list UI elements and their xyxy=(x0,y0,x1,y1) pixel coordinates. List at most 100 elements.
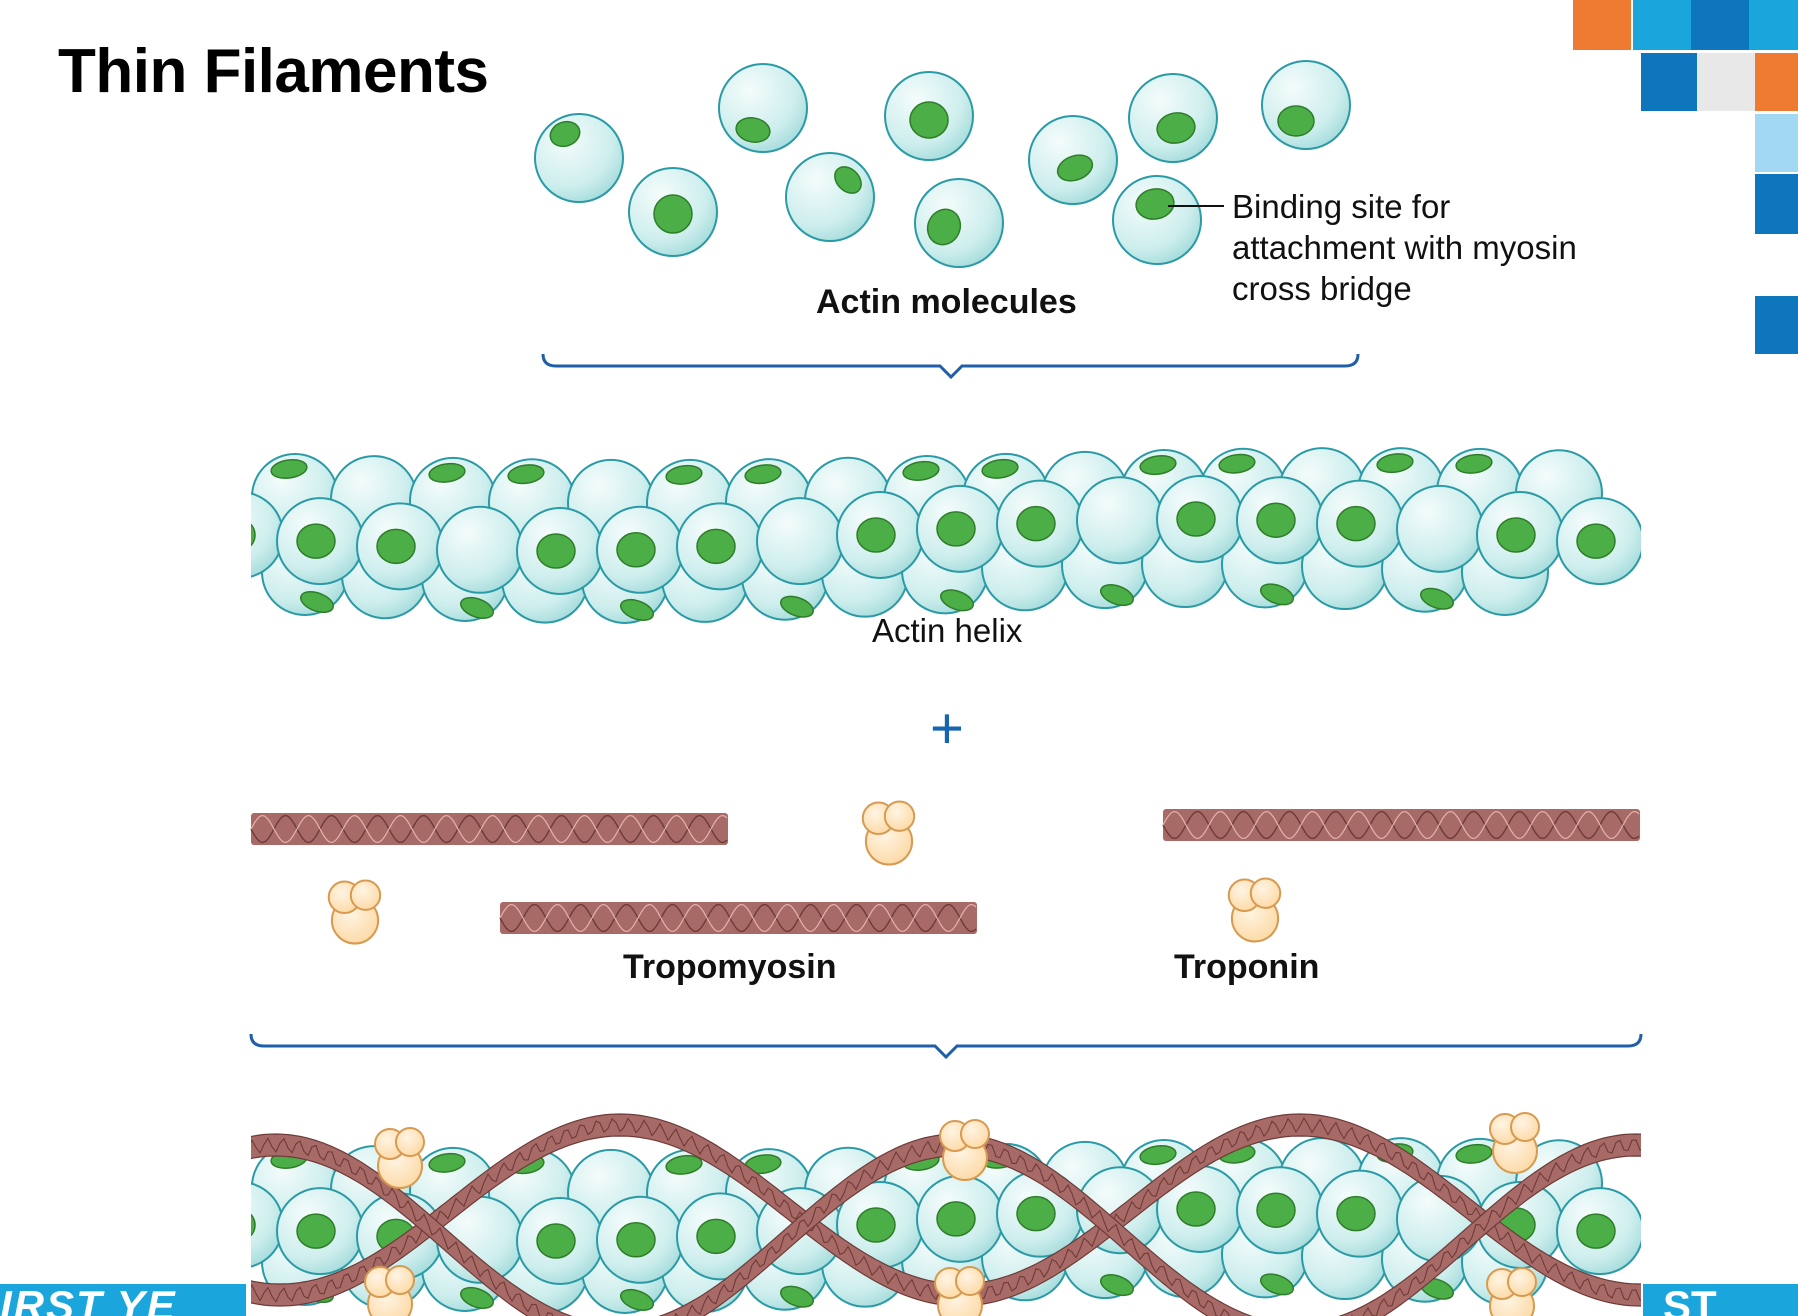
binding-site-icon xyxy=(251,523,256,547)
binding-site-icon xyxy=(735,117,771,143)
troponin-complex-icon xyxy=(861,800,916,866)
actin-molecule-icon xyxy=(1316,479,1404,568)
binding-site-icon xyxy=(616,532,656,568)
actin-molecule-icon xyxy=(1128,73,1218,163)
binding-site-icon xyxy=(428,462,466,483)
tropomyosin-strand-icon xyxy=(499,902,977,934)
binding-site-icon xyxy=(1176,501,1216,537)
binding-site-icon xyxy=(376,528,416,565)
binding-site-icon xyxy=(926,208,962,246)
binding-site-icon xyxy=(665,1154,703,1175)
actin-molecule-icon xyxy=(916,1174,1004,1263)
actin-molecule-icon xyxy=(884,71,974,161)
actin-molecule-icon xyxy=(1476,491,1564,579)
actin-molecule-icon xyxy=(1112,175,1202,265)
binding-site-icon xyxy=(536,533,576,569)
actin-molecule-icon xyxy=(516,1197,604,1285)
actin-molecule-icon xyxy=(1156,1165,1244,1253)
binding-site-icon xyxy=(1576,523,1616,559)
actin-molecule-icon xyxy=(1156,475,1244,563)
tropomyosin-label: Tropomyosin xyxy=(623,948,837,986)
actin-molecule-icon xyxy=(1556,1187,1641,1276)
binding-site-icon xyxy=(936,511,976,547)
binding-site-icon xyxy=(1016,1195,1056,1232)
binding-site-icon xyxy=(1135,188,1175,220)
binding-site-line-3: cross bridge xyxy=(1232,270,1412,307)
troponin-complex-icon xyxy=(1489,1112,1540,1174)
binding-site-icon xyxy=(856,1207,896,1243)
actin-molecule-icon xyxy=(1236,476,1324,565)
troponin-complex-icon xyxy=(939,1119,990,1181)
bracket-icon xyxy=(541,353,1360,380)
troponin-label: Troponin xyxy=(1174,948,1320,986)
actin-molecule-icon xyxy=(251,1182,284,1268)
binding-site-icon xyxy=(1455,453,1493,474)
binding-site-label: Binding site for attachment with myosin … xyxy=(1232,186,1577,309)
actin-molecule-icon xyxy=(276,497,364,586)
binding-site-icon xyxy=(1256,502,1296,538)
footer-right-text: ST xyxy=(1663,1284,1717,1316)
actin-molecule-icon xyxy=(1556,497,1641,586)
actin-molecule-icon xyxy=(596,1195,684,1284)
tropomyosin-strand-icon xyxy=(1162,809,1640,841)
troponin-complex-icon xyxy=(934,1266,985,1316)
actin-molecule-icon xyxy=(534,113,624,203)
binding-site-icon xyxy=(1176,1191,1216,1227)
binding-site-icon xyxy=(459,1286,495,1309)
binding-site-icon xyxy=(507,464,545,485)
binding-site-icon xyxy=(834,166,862,194)
actin-molecule-icon xyxy=(914,178,1004,268)
actin-molecule-icon xyxy=(356,502,444,591)
binding-site-icon xyxy=(251,1213,256,1237)
binding-site-icon xyxy=(428,1152,466,1173)
binding-site-icon xyxy=(653,194,693,234)
binding-site-icon xyxy=(1156,112,1196,144)
actin-helix-label: Actin helix xyxy=(872,612,1023,649)
binding-site-icon xyxy=(299,590,335,614)
binding-site-icon xyxy=(696,528,736,565)
binding-site-icon xyxy=(779,1285,815,1308)
actin-molecule-icon xyxy=(836,491,924,579)
binding-site-icon xyxy=(1419,587,1455,610)
binding-site-icon xyxy=(1099,1274,1135,1297)
binding-site-icon xyxy=(1455,1143,1493,1164)
binding-site-icon xyxy=(902,460,940,481)
footer-left-text: IRST YE xyxy=(0,1284,177,1316)
binding-site-icon xyxy=(696,1218,736,1255)
binding-site-icon xyxy=(1376,453,1414,474)
troponin-complex-icon xyxy=(364,1265,415,1316)
actin-molecule-icon xyxy=(785,152,875,242)
binding-site-icon xyxy=(981,458,1019,479)
binding-site-icon xyxy=(296,1213,336,1249)
actin-molecule-icon xyxy=(1236,1166,1324,1255)
troponin-complex-icon xyxy=(327,879,382,945)
binding-site-icon xyxy=(459,596,495,619)
binding-site-line-1: Binding site for xyxy=(1232,188,1451,225)
binding-site-icon xyxy=(1056,154,1094,182)
bracket-icon xyxy=(249,1033,1643,1060)
actin-molecule-icon xyxy=(676,502,764,591)
binding-site-icon xyxy=(1139,455,1177,476)
binding-site-icon xyxy=(1259,1273,1295,1296)
troponin-complex-icon xyxy=(1486,1267,1537,1316)
binding-site-icon xyxy=(1259,583,1295,606)
actin-molecule-icon xyxy=(676,1192,764,1281)
binding-site-icon xyxy=(616,1222,656,1258)
footer-left-banner: IRST YE xyxy=(0,1284,246,1316)
binding-site-icon xyxy=(1256,1192,1296,1228)
binding-site-icon xyxy=(1139,1145,1177,1166)
binding-site-icon xyxy=(779,595,815,618)
tropomyosin-strand-icon xyxy=(250,813,728,845)
binding-site-icon xyxy=(1496,517,1536,553)
binding-site-icon xyxy=(270,458,308,480)
binding-site-icon xyxy=(939,589,975,612)
troponin-complex-icon xyxy=(1227,877,1282,943)
binding-site-icon xyxy=(619,1288,655,1311)
binding-site-line-2: attachment with myosin xyxy=(1232,229,1577,266)
